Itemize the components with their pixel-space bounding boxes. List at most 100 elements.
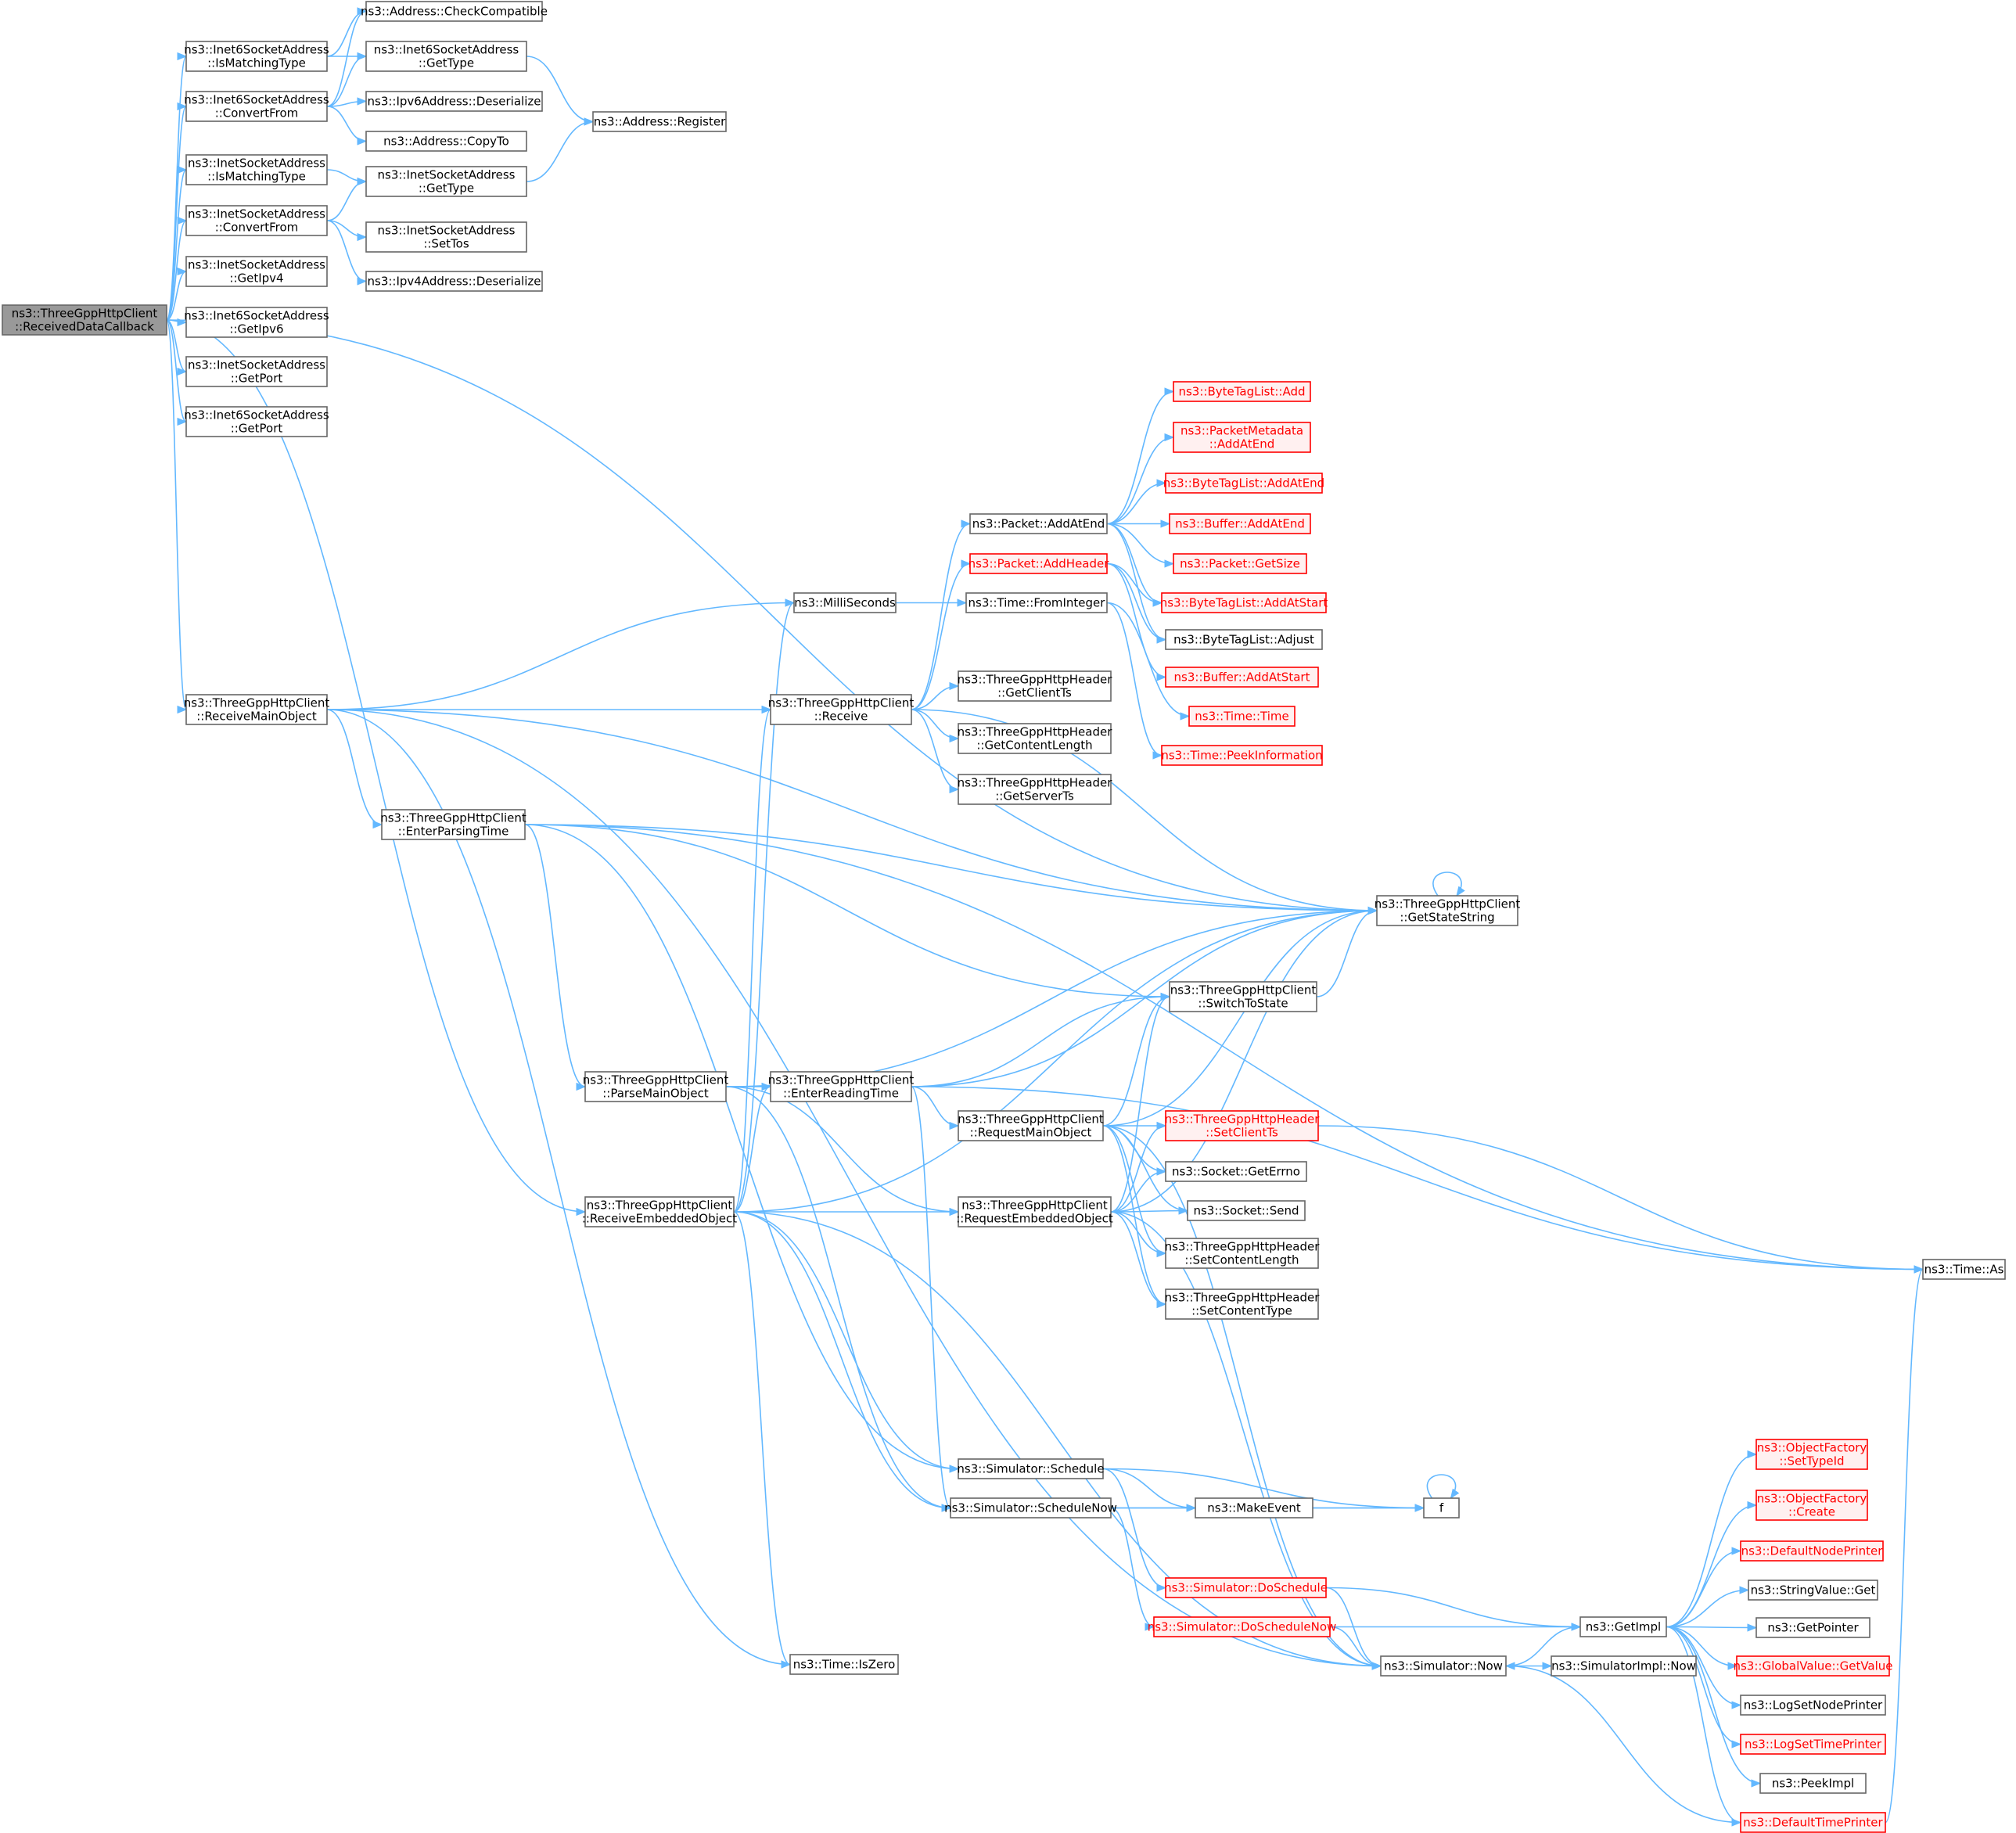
node-box (185, 356, 328, 387)
node-sim_now[interactable]: ns3::Simulator::Now (1380, 1655, 1507, 1677)
node-label-line: ns3::ThreeGppHttpClient (958, 1112, 1104, 1127)
edge-i6_convert-to-i6_gettype (326, 52, 368, 107)
node-label-line: ns3::Inet6SocketAddress (184, 43, 329, 57)
node-parse_main[interactable]: ns3::ThreeGppHttpClient::ParseMainObject (583, 1071, 729, 1102)
node-box (1187, 1200, 1306, 1221)
node-label-line: f (1439, 1501, 1444, 1515)
node-label-line: ns3::StringValue::Get (1751, 1583, 1876, 1598)
node-label-line: ns3::Socket::Send (1193, 1204, 1299, 1218)
node-pkt_addatend[interactable]: ns3::Packet::AddAtEnd (969, 513, 1108, 534)
node-i4_gettype[interactable]: ns3::InetSocketAddress::GetType (365, 166, 527, 197)
node-i6_gettype[interactable]: ns3::Inet6SocketAddress::GetType (365, 41, 527, 72)
node-i6_getipv6[interactable]: ns3::Inet6SocketAddress::GetIpv6 (184, 307, 329, 338)
node-i4_getport[interactable]: ns3::InetSocketAddress::GetPort (185, 356, 328, 387)
node-i4_convert[interactable]: ns3::InetSocketAddress::ConvertFrom (185, 205, 328, 236)
node-i4_ismatch[interactable]: ns3::InetSocketAddress::IsMatchingType (185, 154, 328, 185)
node-hdr_setcontenttype[interactable]: ns3::ThreeGppHttpHeader::SetContentType (1165, 1288, 1321, 1320)
node-hdr_getserverts[interactable]: ns3::ThreeGppHttpHeader::GetServerTs (958, 774, 1113, 805)
node-pm_addatend[interactable]: ns3::PacketMetadata::AddAtEnd (1173, 422, 1311, 453)
node-get_pointer[interactable]: ns3::GetPointer (1755, 1617, 1870, 1638)
node-label-line: ns3::ThreeGppHttpHeader (1165, 1112, 1321, 1127)
node-peek_impl[interactable]: ns3::PeekImpl (1759, 1773, 1867, 1794)
node-addr_checkcompat[interactable]: ns3::Address::CheckCompatible (361, 1, 548, 22)
node-label-line: ::SetClientTs (1206, 1126, 1278, 1140)
edge-req_embedded-to-hdr_setcontentlen (1110, 1211, 1167, 1258)
node-get_state_string[interactable]: ns3::ThreeGppHttpClient::GetStateString (1375, 895, 1521, 926)
node-box (958, 723, 1112, 754)
node-hdr_getcontentlen[interactable]: ns3::ThreeGppHttpHeader::GetContentLengt… (958, 723, 1113, 754)
node-hdr_setcontentlen[interactable]: ns3::ThreeGppHttpHeader::SetContentLengt… (1165, 1238, 1321, 1269)
node-recv_main[interactable]: ns3::ThreeGppHttpClient::ReceiveMainObje… (184, 694, 330, 725)
node-label-line: ns3::Time::FromInteger (968, 596, 1106, 610)
node-i4_getipv4[interactable]: ns3::InetSocketAddress::GetIpv4 (185, 256, 328, 287)
node-log_setnodeprinter[interactable]: ns3::LogSetNodePrinter (1740, 1695, 1886, 1716)
node-addr_register[interactable]: ns3::Address::Register (592, 111, 727, 132)
node-root[interactable]: ns3::ThreeGppHttpClient::ReceivedDataCal… (2, 304, 167, 336)
node-pkt_addheader[interactable]: ns3::Packet::AddHeader (968, 553, 1110, 574)
node-label-line: ns3::ThreeGppHttpHeader (958, 673, 1113, 687)
edge-root-to-get_state_string (166, 319, 1378, 915)
node-default_nodeprinter[interactable]: ns3::DefaultNodePrinter (1740, 1540, 1884, 1562)
node-req_main[interactable]: ns3::ThreeGppHttpClient::RequestMainObje… (958, 1110, 1104, 1141)
edge-req_main-to-hdr_setcontentlen (1102, 1125, 1167, 1258)
node-simimpl_now[interactable]: ns3::SimulatorImpl::Now (1551, 1655, 1697, 1677)
node-buf_addatstart[interactable]: ns3::Buffer::AddAtStart (1165, 667, 1319, 688)
edge-root-to-i4_ismatch (166, 166, 188, 321)
node-ipv6_deser[interactable]: ns3::Ipv6Address::Deserialize (365, 91, 543, 112)
node-default_timeprinter[interactable]: ns3::DefaultTimePrinter (1740, 1812, 1886, 1833)
node-box (185, 91, 328, 122)
node-enter_parsing[interactable]: ns3::ThreeGppHttpClient::EnterParsingTim… (380, 809, 526, 840)
node-f[interactable]: f (1423, 1497, 1460, 1519)
edge-pkt_addheader-to-btl_adjust (1106, 562, 1167, 644)
node-label-line: ns3::DefaultNodePrinter (1741, 1544, 1884, 1558)
node-box (958, 670, 1112, 702)
node-sim_doschedule[interactable]: ns3::Simulator::DoSchedule (1164, 1577, 1328, 1598)
node-sock_send[interactable]: ns3::Socket::Send (1187, 1200, 1306, 1221)
edge-layer (166, 7, 1924, 1827)
node-switch_state[interactable]: ns3::ThreeGppHttpClient::SwitchToState (1169, 981, 1317, 1012)
node-sim_doschedulenow[interactable]: ns3::Simulator::DoScheduleNow (1148, 1616, 1337, 1637)
node-addr_copyto[interactable]: ns3::Address::CopyTo (365, 131, 527, 152)
node-time_iszero[interactable]: ns3::Time::IsZero (789, 1654, 899, 1675)
node-make_event[interactable]: ns3::MakeEvent (1195, 1497, 1313, 1519)
node-time_as[interactable]: ns3::Time::As (1922, 1259, 2006, 1280)
node-req_embedded[interactable]: ns3::ThreeGppHttpClient::RequestEmbedded… (956, 1196, 1113, 1227)
node-time_peekinfo[interactable]: ns3::Time::PeekInformation (1161, 745, 1323, 766)
node-recv_embedded[interactable]: ns3::ThreeGppHttpClient::ReceiveEmbedded… (582, 1196, 737, 1227)
edge-get_impl-to-default_timeprinter (1666, 1626, 1742, 1827)
node-sock_geterrno[interactable]: ns3::Socket::GetErrno (1165, 1161, 1307, 1182)
node-pkt_getsize[interactable]: ns3::Packet::GetSize (1173, 553, 1307, 574)
node-log_settimeprinter[interactable]: ns3::LogSetTimePrinter (1740, 1734, 1886, 1755)
node-hdr_getclientts[interactable]: ns3::ThreeGppHttpHeader::GetClientTs (958, 670, 1113, 702)
node-sim_schedule[interactable]: ns3::Simulator::Schedule (957, 1458, 1105, 1479)
edge-recv_main-to-sim_now (326, 709, 1382, 1670)
node-i6_ismatch[interactable]: ns3::Inet6SocketAddress::IsMatchingType (184, 41, 329, 72)
node-btl_adjust[interactable]: ns3::ByteTagList::Adjust (1165, 629, 1323, 650)
edge-pkt_addatend-to-btl_addatstart (1106, 523, 1163, 607)
node-get_impl[interactable]: ns3::GetImpl (1579, 1616, 1667, 1637)
node-of_settypeid[interactable]: ns3::ObjectFactory::SetTypeId (1755, 1439, 1868, 1470)
node-i6_getport[interactable]: ns3::Inet6SocketAddress::GetPort (184, 406, 329, 437)
node-time_fromint[interactable]: ns3::Time::FromInteger (965, 592, 1108, 613)
node-box (1173, 553, 1307, 574)
node-enter_reading[interactable]: ns3::ThreeGppHttpClient::EnterReadingTim… (768, 1071, 915, 1102)
node-millis[interactable]: ns3::MilliSeconds (793, 592, 897, 613)
node-label-line: ns3::Packet::GetSize (1180, 557, 1300, 571)
node-box (185, 256, 328, 287)
node-gv_getvalue[interactable]: ns3::GlobalValue::GetValue (1733, 1655, 1893, 1677)
node-i6_convert[interactable]: ns3::Inet6SocketAddress::ConvertFrom (184, 91, 329, 122)
node-label-line: ::Create (1788, 1505, 1835, 1519)
node-of_create[interactable]: ns3::ObjectFactory::Create (1755, 1490, 1868, 1521)
node-btl_add[interactable]: ns3::ByteTagList::Add (1173, 381, 1311, 402)
node-buf_addatend[interactable]: ns3::Buffer::AddAtEnd (1169, 513, 1311, 534)
edge-enter_parsing-to-get_state_string (524, 824, 1378, 915)
node-hdr_setclientts[interactable]: ns3::ThreeGppHttpHeader::SetClientTs (1165, 1110, 1321, 1141)
node-btl_addatstart[interactable]: ns3::ByteTagList::AddAtStart (1160, 592, 1328, 613)
node-btl_addatend[interactable]: ns3::ByteTagList::AddAtEnd (1163, 473, 1324, 494)
node-sim_schedulenow[interactable]: ns3::Simulator::ScheduleNow (944, 1497, 1117, 1519)
node-receive[interactable]: ns3::ThreeGppHttpClient::Receive (768, 694, 915, 725)
node-i4_settos[interactable]: ns3::InetSocketAddress::SetTos (365, 221, 527, 253)
node-time_time[interactable]: ns3::Time::Time (1188, 706, 1295, 727)
node-stringvalue_get[interactable]: ns3::StringValue::Get (1748, 1580, 1878, 1601)
node-ipv4_deser[interactable]: ns3::Ipv4Address::Deserialize (365, 271, 543, 292)
